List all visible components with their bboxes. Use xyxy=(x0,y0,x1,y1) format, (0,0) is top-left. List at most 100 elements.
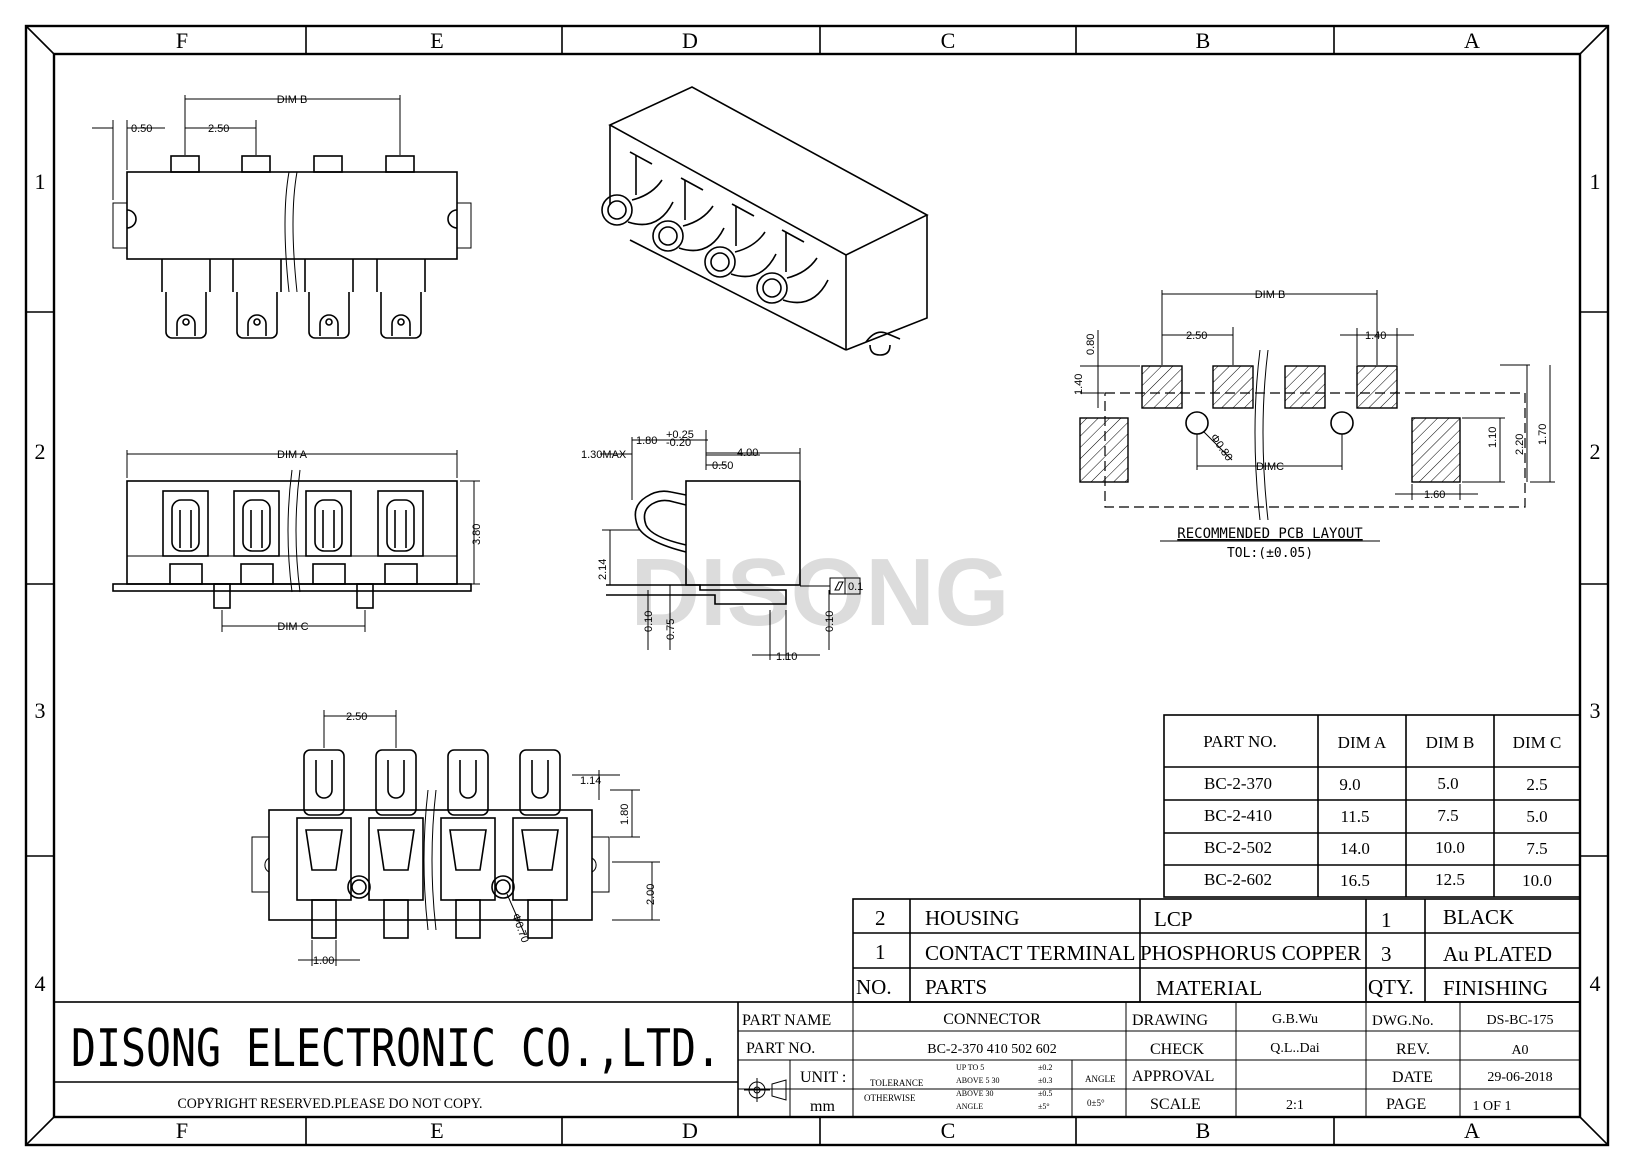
side-dim-bottom: 0.75 xyxy=(665,619,677,640)
tol-range: UP TO 5 xyxy=(956,1063,984,1072)
side-dim-right-gap: 0.10 xyxy=(824,611,836,632)
dim-table-cell: 11.5 xyxy=(1340,807,1369,826)
bom-header: PARTS xyxy=(925,975,987,999)
tol-value: ±0.3 xyxy=(1038,1076,1052,1085)
page-label: PAGE xyxy=(1386,1096,1426,1113)
bottom-dim-tab-w: 2.00 xyxy=(645,884,657,905)
bom-header: QTY. xyxy=(1368,975,1414,999)
company-name: DISONG ELECTRONIC CO.,LTD. xyxy=(71,1019,721,1079)
dim-table-cell: BC-2-410 xyxy=(1204,806,1272,825)
dim-table-cell: 5.0 xyxy=(1526,807,1547,826)
side-dim-pin-plus: +0.25 xyxy=(666,429,694,441)
dim-table-header-part: PART NO. xyxy=(1203,732,1277,751)
zone-col-bottom-2: E xyxy=(430,1118,443,1143)
zone-row-right-2: 2 xyxy=(1590,439,1601,464)
pcb-dim-top-gap: 0.80 xyxy=(1085,334,1097,355)
zone-row-left-1: 1 xyxy=(35,169,46,194)
angle-label: ANGLE xyxy=(1085,1074,1116,1084)
page-value: 1 OF 1 xyxy=(1473,1099,1512,1114)
bom-cell: CONTACT TERMINAL xyxy=(925,941,1135,965)
zone-row-right-1: 1 xyxy=(1590,169,1601,194)
projection-symbol-icon xyxy=(744,1078,787,1102)
pcb-dim-h3: 1.70 xyxy=(1537,424,1549,445)
watermark-text: DISONG xyxy=(631,539,1010,646)
top-dim-b: DIM B xyxy=(277,94,308,106)
date-value: 29-06-2018 xyxy=(1487,1070,1552,1085)
bom-cell: Au PLATED xyxy=(1443,942,1552,966)
dim-table-cell: 2.5 xyxy=(1526,775,1547,794)
side-dim-left-gap: 0.10 xyxy=(643,611,655,632)
front-view: DIM A 3.80 DIM C xyxy=(112,449,483,633)
title-block: DISONG ELECTRONIC CO.,LTD. COPYRIGHT RES… xyxy=(53,1001,1581,1118)
zone-labels: F E D C B A F E D C B A 1 2 3 4 1 2 3 4 xyxy=(35,28,1601,1143)
dim-table-cell: BC-2-502 xyxy=(1204,838,1272,857)
dwg-no-value: DS-BC-175 xyxy=(1487,1013,1554,1028)
part-no-label: PART NO. xyxy=(746,1040,815,1057)
bom-cell: BLACK xyxy=(1443,905,1514,929)
dim-table-cell: 10.0 xyxy=(1522,871,1552,890)
pcb-dim-hole: Φ0.80 xyxy=(1208,432,1235,464)
zone-col-top-6: A xyxy=(1464,28,1480,53)
bottom-dim-pin-w: 1.00 xyxy=(313,955,334,967)
bom-cell: 2 xyxy=(875,906,886,930)
scale-label: SCALE xyxy=(1150,1096,1201,1113)
pcb-dim-h2: 2.20 xyxy=(1514,434,1526,455)
side-dim-pin-minus: -0.20 xyxy=(666,437,691,449)
part-no-value: BC-2-370 410 502 602 xyxy=(927,1042,1057,1057)
zone-row-right-4: 4 xyxy=(1590,971,1601,996)
zone-col-top-3: D xyxy=(682,28,698,53)
zone-col-top-1: F xyxy=(176,28,188,53)
dim-table-cell: 16.5 xyxy=(1340,871,1370,890)
bom-cell: 1 xyxy=(875,940,886,964)
dim-table-cell: 10.0 xyxy=(1435,838,1465,857)
bom-cell: HOUSING xyxy=(925,906,1020,930)
pcb-dim-pad-h: 1.40 xyxy=(1073,374,1085,395)
bottom-view: 2.50 1.14 1.80 2.00 1.00 Φ0.70 xyxy=(251,710,660,967)
bom-header: MATERIAL xyxy=(1156,976,1262,1000)
side-dim-depth: 4.00 xyxy=(737,447,758,459)
scale-value: 2:1 xyxy=(1286,1098,1304,1113)
pcb-dim-h1: 1.10 xyxy=(1487,427,1499,448)
check-value: Q.L..Dai xyxy=(1270,1041,1319,1056)
bom-cell: 3 xyxy=(1381,942,1392,966)
dim-table-cell: BC-2-602 xyxy=(1204,870,1272,889)
isometric-view xyxy=(601,86,929,356)
zone-col-bottom-3: D xyxy=(682,1118,698,1143)
zone-col-top-2: E xyxy=(430,28,443,53)
dim-table: PART NO. DIM A DIM B DIM C BC-2-370 9.0 … xyxy=(1163,714,1581,898)
dim-table-header-c: DIM C xyxy=(1513,733,1562,752)
dim-table-cell: BC-2-370 xyxy=(1204,774,1272,793)
side-view: 0.1 1.30MAX 1.80 +0.25 -0.20 0.50 4.00 2… xyxy=(581,429,863,663)
tol-value: ±5° xyxy=(1038,1102,1050,1111)
bom-header: NO. xyxy=(856,975,892,999)
bom-table: 2 HOUSING LCP 1 BLACK 1 CONTACT TERMINAL… xyxy=(852,898,1581,1003)
dim-table-cell: 9.0 xyxy=(1339,775,1360,794)
dim-table-header-a: DIM A xyxy=(1338,733,1387,752)
zone-row-right-3: 3 xyxy=(1590,698,1601,723)
dim-table-cell: 12.5 xyxy=(1435,870,1465,889)
front-dim-c: DIM C xyxy=(277,621,308,633)
dim-table-cell: 5.0 xyxy=(1437,774,1458,793)
tol-value: ±0.2 xyxy=(1038,1063,1052,1072)
dim-table-cell: 14.0 xyxy=(1340,839,1370,858)
approval-label: APPROVAL xyxy=(1132,1068,1214,1085)
front-dim-a: DIM A xyxy=(277,449,308,461)
pcb-layout-tolerance: TOL:(±0.05) xyxy=(1227,546,1313,561)
dwg-no-label: DWG.No. xyxy=(1372,1013,1434,1029)
bottom-dim-tab-h: 1.80 xyxy=(619,804,631,825)
zone-row-left-2: 2 xyxy=(35,439,46,464)
side-dim-offset: 0.50 xyxy=(712,460,733,472)
zone-col-bottom-4: C xyxy=(941,1118,956,1143)
top-dim-pitch: 2.50 xyxy=(208,123,229,135)
zone-col-bottom-6: A xyxy=(1464,1118,1480,1143)
pcb-dim-b: DIM B xyxy=(1255,289,1286,301)
date-label: DATE xyxy=(1392,1069,1433,1086)
zone-col-top-5: B xyxy=(1196,28,1211,53)
side-dim-height: 2.14 xyxy=(597,559,609,580)
pcb-dim-side-pad-w: 1.60 xyxy=(1424,489,1445,501)
top-view: DIM B 0.50 2.50 xyxy=(92,94,472,339)
side-dim-foot: 1.10 xyxy=(776,651,797,663)
tol-range: ABOVE 5 30 xyxy=(956,1076,1000,1085)
dim-table-cell: 7.5 xyxy=(1526,839,1547,858)
